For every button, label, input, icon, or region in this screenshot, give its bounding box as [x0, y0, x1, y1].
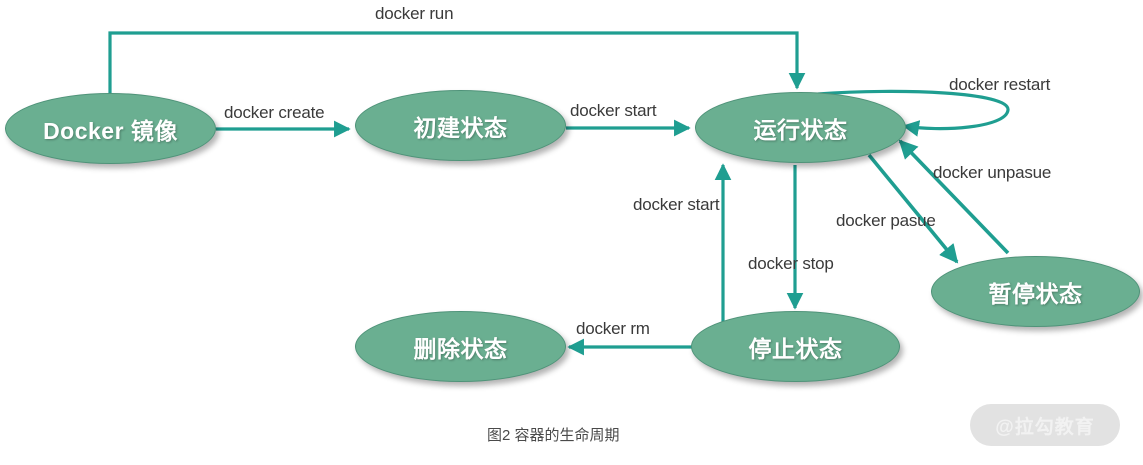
- edge-label-docker-rm: docker rm: [576, 319, 650, 338]
- edge-docker-pasue: [867, 153, 959, 264]
- edge-label-docker-restart: docker restart: [949, 75, 1051, 94]
- node-label: Docker 镜像: [43, 117, 178, 144]
- figure-caption: 图2 容器的生命周期: [487, 427, 620, 444]
- node-created-state[interactable]: 初建状态: [355, 90, 566, 161]
- edge-label-docker-start-stopped: docker start: [633, 195, 720, 214]
- edge-label-docker-pasue: docker pasue: [836, 211, 936, 230]
- edge-label-docker-start-created: docker start: [570, 101, 657, 120]
- watermark-text: @拉勾教育: [995, 416, 1095, 438]
- edge-docker-restart: [817, 89, 1010, 137]
- edge-docker-unpasue: [898, 139, 1010, 255]
- node-label: 运行状态: [753, 116, 848, 143]
- node-label: 初建状态: [413, 114, 508, 141]
- node-stopped-state[interactable]: 停止状态: [691, 311, 900, 382]
- edge-label-docker-stop: docker stop: [748, 254, 834, 273]
- node-label: 停止状态: [748, 335, 843, 362]
- node-deleted-state[interactable]: 删除状态: [355, 311, 566, 382]
- edge-label-docker-unpasue: docker unpasue: [933, 163, 1052, 182]
- node-paused-state[interactable]: 暂停状态: [931, 256, 1140, 327]
- watermark-badge: @拉勾教育: [970, 404, 1120, 446]
- edge-docker-run: [108, 31, 806, 95]
- node-running-state[interactable]: 运行状态: [695, 92, 906, 163]
- node-docker-image[interactable]: Docker 镜像: [5, 93, 216, 164]
- node-label: 删除状态: [413, 335, 508, 362]
- edge-label-docker-run: docker run: [375, 4, 454, 23]
- node-label: 暂停状态: [988, 280, 1083, 307]
- edge-label-docker-create: docker create: [224, 103, 325, 122]
